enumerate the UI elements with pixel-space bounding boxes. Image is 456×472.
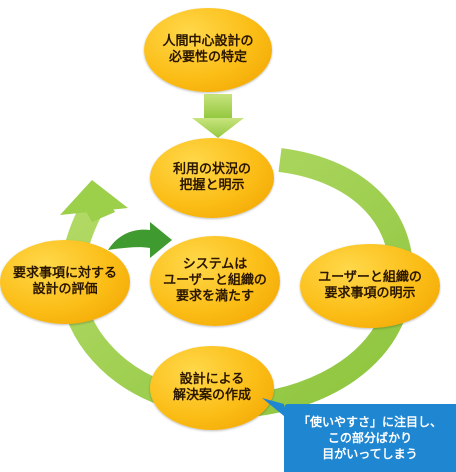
node-design-solutions: 設計による 解決案の作成 <box>150 346 274 430</box>
node-system-satisfies: システムは ユーザーと組織の 要求を満たす <box>150 236 280 326</box>
callout-note: 「使いやすさ」に注目し、 この部分ばかり 目がいってしまう <box>284 404 456 472</box>
node-evaluate-design: 要求事項に対する 設計の評価 <box>0 240 130 324</box>
down-arrow <box>192 94 244 138</box>
node-context-of-use: 利用の状況の 把握と明示 <box>150 138 274 218</box>
node-user-requirements: ユーザーと組織の 要求事項の明示 <box>300 244 440 328</box>
cycle-arrow-neck <box>80 188 115 222</box>
node-identify-need: 人間中心設計の 必要性の特定 <box>144 8 272 92</box>
exit-arrow <box>108 222 172 258</box>
